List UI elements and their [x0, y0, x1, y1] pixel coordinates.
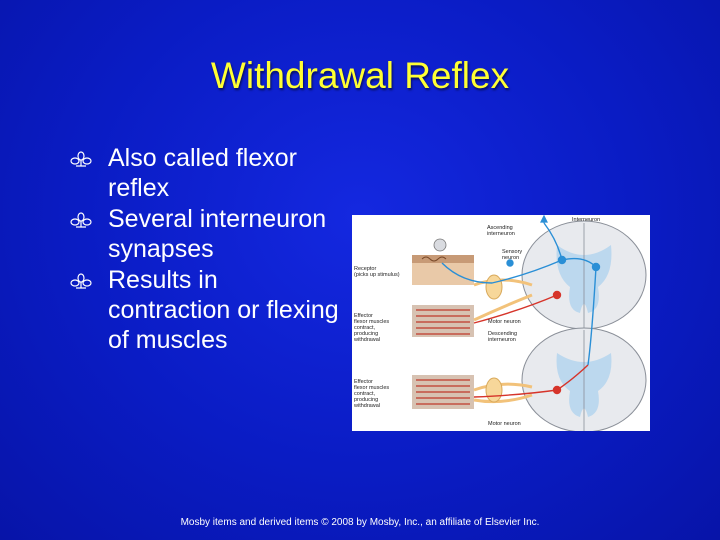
reflex-diagram: Interneuron Ascending interneuron Sensor…	[352, 215, 650, 431]
label-effector1e: withdrawal	[353, 337, 380, 343]
label-descending: Descending	[488, 331, 517, 337]
label-interneuron: Interneuron	[572, 217, 600, 223]
label-receptor2: (picks up stimulus)	[354, 272, 400, 278]
skin-receptor	[412, 238, 474, 285]
label-effector2e: withdrawal	[353, 403, 380, 409]
label-effector1d: producing	[354, 331, 378, 337]
bullet-item: Results in contraction or flexing of mus…	[70, 265, 340, 355]
bullet-text: Results in contraction or flexing of mus…	[108, 266, 339, 354]
label-ascending: Ascending	[487, 225, 513, 231]
flower-dingbat-icon	[70, 151, 92, 167]
spinal-cord-lower	[521, 327, 647, 431]
muscle-upper	[412, 305, 474, 337]
slide-title: Withdrawal Reflex	[210, 55, 510, 96]
label-effector2: Effector	[354, 379, 373, 385]
label-effector2b: flexor muscles	[354, 385, 389, 391]
nerve-roots	[473, 274, 533, 404]
spinal-cord-upper	[521, 220, 647, 330]
label-effector1c: contract,	[354, 325, 376, 331]
sensory-neuron	[441, 222, 567, 284]
label-effector2c: contract,	[354, 391, 376, 397]
bullet-item: Several interneuron synapses	[70, 204, 340, 264]
bullet-text: Several interneuron synapses	[108, 205, 327, 263]
ascending-arrow	[540, 215, 548, 223]
label-descending2: interneuron	[488, 337, 516, 343]
flower-dingbat-icon	[70, 273, 92, 289]
reflex-diagram-svg: Interneuron Ascending interneuron Sensor…	[353, 215, 647, 431]
label-motor2: Motor neuron	[488, 421, 521, 427]
label-sensory2: neuron	[502, 255, 519, 261]
bullet-list: Also called flexor reflex Several intern…	[70, 143, 340, 356]
flower-dingbat-icon	[70, 212, 92, 228]
label-sensory: Sensory	[502, 249, 522, 255]
label-ascending2: interneuron	[487, 231, 515, 237]
label-effector1: Effector	[354, 313, 373, 319]
copyright-footer: Mosby items and derived items © 2008 by …	[180, 517, 540, 528]
label-receptor: Receptor	[354, 266, 376, 272]
bullet-text: Also called flexor reflex	[108, 144, 297, 202]
motor-neuron	[473, 290, 589, 398]
label-motor1: Motor neuron	[488, 319, 521, 325]
label-effector2d: producing	[354, 397, 378, 403]
muscle-lower	[412, 375, 474, 409]
bullet-item: Also called flexor reflex	[70, 143, 340, 203]
label-effector1b: flexor muscles	[354, 319, 389, 325]
interneuron	[561, 257, 601, 366]
